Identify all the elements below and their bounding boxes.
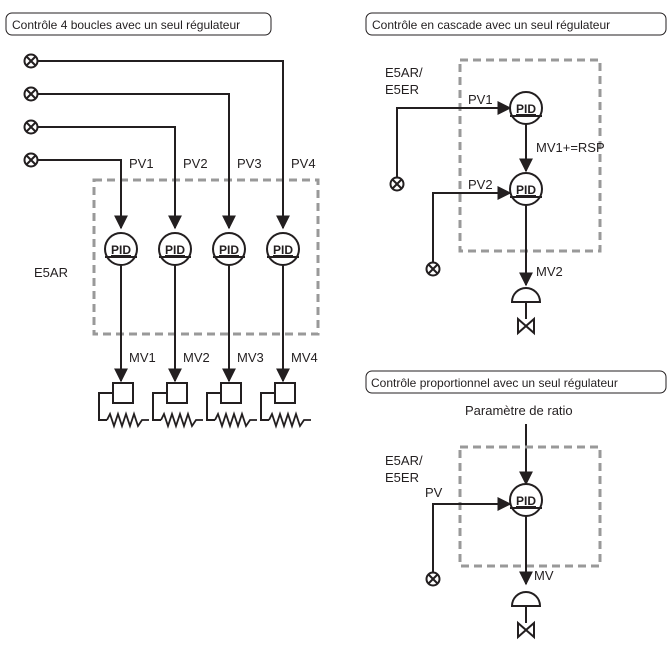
ratio-device-label-line2: E5ER [385, 470, 419, 485]
cascade-pv1-label: PV1 [468, 92, 493, 107]
ratio-mv-label: MV [534, 568, 554, 583]
pid-label: PID [516, 183, 536, 197]
sensor-icon [389, 176, 405, 192]
mv4-label: MV4 [291, 350, 318, 365]
control-valve-icon [511, 287, 541, 334]
heater-icon [206, 382, 258, 427]
cascade-pv2-label: PV2 [468, 177, 493, 192]
cascade-link-label: MV1+=RSP [536, 140, 605, 155]
pid-controller-icon: PID [509, 483, 543, 517]
four-loop-panel: Contrôle 4 boucles avec un seul régulate… [5, 12, 320, 427]
mv2-label: MV2 [183, 350, 210, 365]
pv3-label: PV3 [237, 156, 262, 171]
ratio-pv-wire [432, 497, 512, 572]
heater-icon [98, 382, 150, 427]
four-loop-title-box [5, 12, 272, 36]
sensor-icon [425, 261, 441, 277]
ratio-device-label-line1: E5AR/ [385, 453, 423, 468]
ratio-title-box [365, 370, 667, 394]
pv1-wire [38, 159, 128, 230]
four-loop-title: Contrôle 4 boucles avec un seul régulate… [12, 18, 240, 32]
four-loop-device-label: E5AR [34, 265, 68, 280]
sensor-icon [23, 119, 39, 135]
pid-controller-icon: PID [104, 232, 138, 266]
pid-label: PID [516, 494, 536, 508]
pid-controller-icon: PID [212, 232, 246, 266]
pv1-label: PV1 [129, 156, 154, 171]
ratio-pv-label: PV [425, 485, 443, 500]
pid-label: PID [165, 243, 185, 257]
cascade-title-box [365, 12, 667, 36]
pid-label: PID [273, 243, 293, 257]
heater-icon [152, 382, 204, 427]
sensor-icon [23, 53, 39, 69]
sensor-icon [23, 152, 39, 168]
cascade-pv2-wire [432, 186, 512, 262]
control-valve-icon [511, 591, 541, 638]
mv1-label: MV1 [129, 350, 156, 365]
pid-label: PID [219, 243, 239, 257]
pid-controller-icon: PID [509, 172, 543, 206]
pv4-wire [38, 60, 290, 230]
pid-label: PID [516, 102, 536, 116]
ratio-panel: Contrôle proportionnel avec un seul régu… [365, 370, 667, 638]
pid-controller-icon: PID [266, 232, 300, 266]
sensor-icon [425, 571, 441, 587]
cascade-panel: Contrôle en cascade avec un seul régulat… [365, 12, 667, 334]
sensor-icon [23, 86, 39, 102]
ratio-title: Contrôle proportionnel avec un seul régu… [371, 376, 618, 390]
ratio-parameter-label: Paramètre de ratio [465, 403, 573, 418]
pid-controller-icon: PID [158, 232, 192, 266]
cascade-device-boundary [458, 58, 602, 253]
ratio-device-boundary [458, 445, 602, 568]
four-loop-device-boundary [92, 178, 320, 336]
cascade-device-label-line1: E5AR/ [385, 65, 423, 80]
pid-label: PID [111, 243, 131, 257]
pv3-wire [38, 93, 236, 230]
pv4-label: PV4 [291, 156, 316, 171]
mv3-label: MV3 [237, 350, 264, 365]
pv2-wire [38, 126, 182, 230]
cascade-title: Contrôle en cascade avec un seul régulat… [372, 18, 610, 32]
pid-controller-icon: PID [509, 91, 543, 125]
cascade-mv2-label: MV2 [536, 264, 563, 279]
cascade-pv1-wire [396, 101, 512, 177]
cascade-device-label-line2: E5ER [385, 82, 419, 97]
heater-icon [260, 382, 312, 427]
pv2-label: PV2 [183, 156, 208, 171]
